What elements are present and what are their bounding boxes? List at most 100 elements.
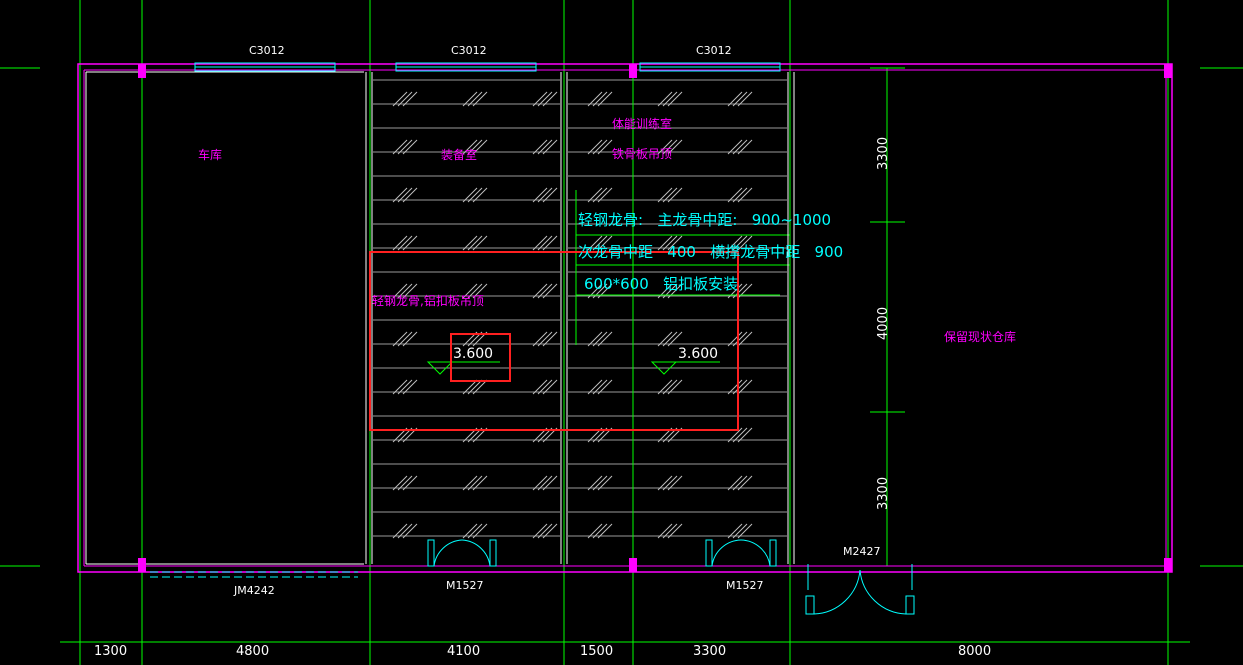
hatch-tick: [732, 523, 748, 539]
hatch-tick: [402, 379, 418, 395]
hatch-tick: [397, 475, 413, 491]
hatch-tick: [667, 139, 683, 155]
hatch-tick: [597, 91, 613, 107]
hatch-tick: [662, 523, 678, 539]
hatch-tick: [662, 331, 678, 347]
hatch-tick: [542, 91, 558, 107]
hatch-tick: [587, 91, 603, 107]
hatch-tick: [542, 139, 558, 155]
hatch-tick: [732, 475, 748, 491]
hatch-tick: [587, 331, 603, 347]
hatch-tick: [397, 235, 413, 251]
walls: [77, 63, 1173, 573]
hatch-tick: [587, 523, 603, 539]
hatch-tick: [662, 139, 678, 155]
hatch-tick: [587, 235, 603, 251]
hatch-tick: [727, 139, 743, 155]
hatch-tick: [667, 283, 683, 299]
dimension-label: 3300: [693, 644, 726, 659]
hatch-tick: [532, 523, 548, 539]
hatch-tick: [592, 91, 608, 107]
elevation-label: 3.600: [678, 346, 718, 362]
window-label: C3012: [451, 44, 487, 57]
hatch-tick: [537, 379, 553, 395]
hatch-tick: [462, 379, 478, 395]
hatch-tick: [462, 187, 478, 203]
hatch-tick: [532, 283, 548, 299]
hatch-tick: [667, 187, 683, 203]
hatch-tick: [402, 139, 418, 155]
hatch-tick: [392, 523, 408, 539]
room-label-training: 体能训练室: [612, 116, 672, 131]
hatch-tick: [532, 187, 548, 203]
hatch-tick: [402, 331, 418, 347]
hatch-tick: [667, 331, 683, 347]
hatch-tick: [537, 187, 553, 203]
hatch-tick: [402, 475, 418, 491]
elevation-triangles: [426, 361, 720, 375]
hatch-tick: [667, 379, 683, 395]
hatch-tick: [732, 91, 748, 107]
hatch-tick: [597, 283, 613, 299]
hatch-tick: [542, 379, 558, 395]
hatch-tick: [472, 235, 488, 251]
hatch-tick: [472, 283, 488, 299]
hatch-tick: [402, 523, 418, 539]
hatch-tick: [587, 139, 603, 155]
hatch-tick: [597, 187, 613, 203]
highlight-elevation: [450, 333, 511, 382]
hatch-tick: [532, 331, 548, 347]
hatch-tick: [542, 331, 558, 347]
hatch-tick: [537, 91, 553, 107]
hatch-tick: [397, 187, 413, 203]
hatch-tick: [667, 475, 683, 491]
hatch-tick: [462, 283, 478, 299]
hatch-tick: [737, 427, 753, 443]
door-label-garage: JM4242: [233, 584, 275, 597]
hatch-tick: [397, 523, 413, 539]
hatch-tick: [727, 187, 743, 203]
hatch-tick: [467, 187, 483, 203]
window-label: C3012: [249, 44, 285, 57]
hatch-tick: [592, 379, 608, 395]
door-label: M1527: [726, 579, 764, 592]
hatch-tick: [532, 139, 548, 155]
ceiling-hatch: [373, 79, 787, 539]
hatch-tick: [732, 331, 748, 347]
hatch-tick: [732, 235, 748, 251]
garage-door: [150, 571, 358, 578]
hatch-tick: [467, 379, 483, 395]
hatch-tick: [592, 139, 608, 155]
dimension-label-vertical: 3300: [876, 477, 891, 510]
hatch-tick: [392, 331, 408, 347]
window-label: C3012: [696, 44, 732, 57]
hatch-tick: [392, 283, 408, 299]
hatch-tick: [727, 91, 743, 107]
hatch-tick: [587, 187, 603, 203]
room-label-warehouse: 保留现状仓库: [944, 329, 1016, 344]
door-label: M1527: [446, 579, 484, 592]
hatch-tick: [592, 187, 608, 203]
hatch-tick: [737, 283, 753, 299]
columns: [138, 64, 1172, 572]
hatch-tick: [737, 379, 753, 395]
hatch-tick: [542, 235, 558, 251]
hatch-tick: [537, 475, 553, 491]
hatch-tick: [657, 187, 673, 203]
hatch-tick: [392, 139, 408, 155]
hatch-tick: [392, 379, 408, 395]
spec-note-line1: 轻钢龙骨: 主龙骨中距: 900~1000: [578, 211, 831, 229]
dimension-label: 8000: [958, 644, 991, 659]
ceiling-note: 轻钢龙骨,铝扣板吊顶: [372, 293, 484, 308]
hatch-tick: [472, 475, 488, 491]
hatch-tick: [532, 475, 548, 491]
hatch-tick: [727, 283, 743, 299]
hatch-tick: [532, 379, 548, 395]
room-label-training-ceiling: 铁骨板吊顶: [612, 147, 672, 161]
dimension-label: 1300: [94, 644, 127, 659]
hatch-tick: [587, 379, 603, 395]
hatch-tick: [662, 91, 678, 107]
hatch-tick: [727, 523, 743, 539]
